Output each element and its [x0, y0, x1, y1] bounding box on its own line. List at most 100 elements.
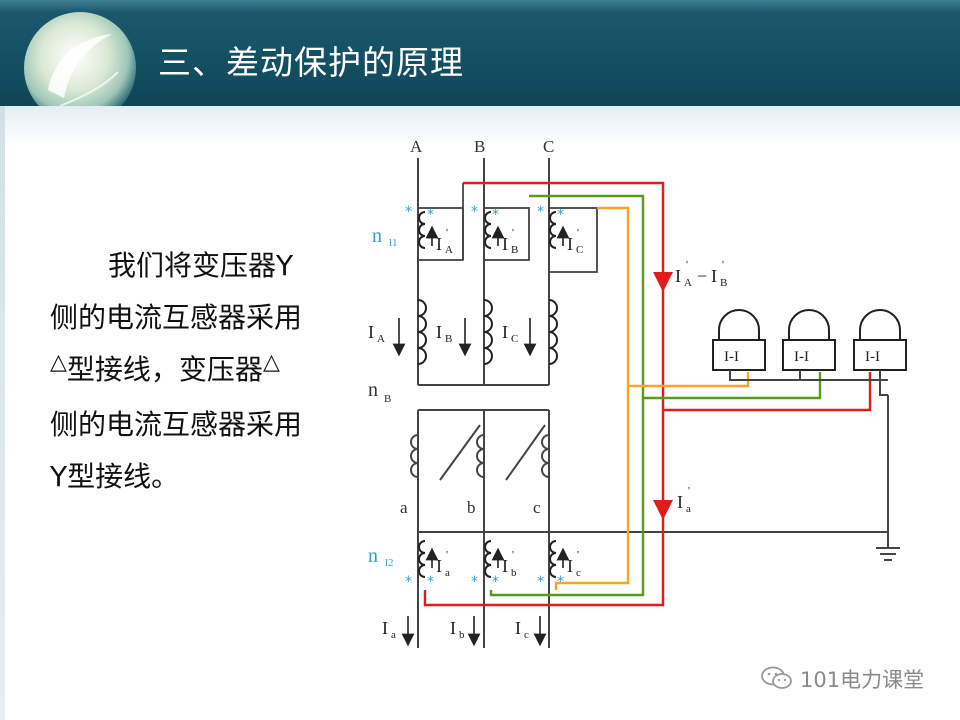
ic-top-label: I — [567, 234, 573, 254]
ia-bottom-prime: ' — [446, 549, 448, 561]
phase-label-c: C — [543, 137, 554, 156]
body-line-1: 我们将变压器Y — [108, 249, 294, 282]
top-ct-boxes — [417, 183, 598, 273]
ib-top-prime: ' — [512, 227, 514, 239]
ib-bottom-prime: ' — [512, 549, 514, 561]
star: * — [557, 207, 564, 223]
ia-prime-sub: a — [686, 503, 691, 515]
ib-top-label: I — [502, 234, 508, 254]
n-b-sub: B — [384, 393, 391, 405]
ic-top-sub: C — [576, 244, 583, 256]
ic-bottom-sub: c — [576, 567, 581, 579]
star: * — [537, 574, 544, 590]
top-ct-coils — [418, 211, 557, 249]
star: * — [471, 574, 478, 590]
bottom-ct-current-labels: I a ' I b ' I c ' — [436, 549, 581, 579]
star: * — [405, 574, 412, 590]
bottom-ct-coils — [418, 540, 557, 578]
n-b-label: n — [368, 379, 378, 401]
ib-top-sub: B — [511, 244, 518, 256]
ia-top-prime: ' — [446, 227, 448, 239]
ia-bottom-label: I — [436, 556, 442, 576]
ia-primary-sub: A — [377, 333, 385, 345]
ic-top-prime: ' — [577, 227, 579, 239]
top-ct-current-labels: I A ' I B ' I C ' — [436, 227, 583, 256]
ic-low-label: I — [515, 618, 521, 638]
relay-common-return — [729, 370, 888, 396]
diff-ib-label: I — [711, 266, 717, 286]
ia-top-label: I — [436, 234, 442, 254]
n-l1-sub: l1 — [389, 237, 398, 249]
phase-conductors-bottom — [417, 395, 889, 648]
diff-current-label: I A ' − I B ' I a ' — [675, 259, 727, 515]
ic-primary-sub: C — [511, 333, 518, 345]
ib-low-label: I — [450, 618, 456, 638]
ia-bottom-sub: a — [445, 567, 450, 579]
ia-primary-label: I — [368, 322, 374, 342]
phase-label-b: B — [474, 137, 485, 156]
body-line-3-text: 型接线，变压器 — [66, 353, 263, 386]
star: * — [427, 574, 434, 590]
differential-wiring — [423, 181, 872, 607]
diff-ia-prime: ' — [686, 259, 688, 271]
diff-ia-sub: A — [684, 277, 692, 289]
star: * — [405, 204, 412, 220]
ia-prime-prime: ' — [688, 485, 690, 497]
ia-prime-label: I — [677, 492, 683, 512]
phase-label-b-low: b — [467, 498, 476, 517]
ib-primary-sub: B — [445, 333, 452, 345]
primary-arrows — [392, 318, 537, 357]
header-shine — [0, 0, 960, 12]
primary-current-labels: I A I B I C — [368, 322, 518, 345]
star: * — [427, 207, 434, 223]
star: * — [537, 204, 544, 220]
watermark-text: 101电力课堂 — [800, 668, 925, 692]
body-line-4: 侧的电流互感器采用 — [50, 408, 303, 441]
delta-symbol-2: △ — [262, 350, 280, 375]
relay-label: I-I — [794, 349, 809, 365]
delta-symbol: △ — [50, 350, 67, 375]
ib-bottom-label: I — [502, 556, 508, 576]
ia-top-sub: A — [445, 244, 453, 256]
differential-protection-diagram: A B C * * * * * * I A ' I B ' I C ' — [368, 137, 907, 648]
relay-3: I-I — [853, 309, 907, 371]
relay-label: I-I — [865, 349, 880, 365]
phase-label-a: A — [410, 137, 423, 156]
ib-primary-label: I — [436, 322, 442, 342]
ia-low-label: I — [382, 618, 388, 638]
diff-ib-sub: B — [720, 277, 727, 289]
ic-bottom-prime: ' — [577, 549, 579, 561]
body-line-5: Y型接线。 — [50, 460, 180, 493]
low-side-arrows — [401, 616, 547, 647]
body-line-3: △型接线，变压器△ — [50, 344, 350, 399]
differential-relays: I-I I-I I-I — [712, 309, 907, 396]
star: * — [471, 204, 478, 220]
primary-windings — [417, 299, 558, 386]
n-l2-sub: l2 — [385, 557, 394, 569]
diff-minus: − — [697, 266, 707, 286]
ic-low-sub: c — [524, 629, 529, 641]
ib-bottom-sub: b — [511, 567, 517, 579]
diff-ia-label: I — [675, 266, 681, 286]
phase-label-a-low: a — [400, 498, 408, 517]
phase-conductors-top — [417, 158, 550, 385]
top-ct-arrows — [425, 225, 570, 246]
header-fade — [0, 106, 960, 146]
n-l2-label: n — [368, 545, 378, 567]
ic-bottom-label: I — [567, 556, 573, 576]
wechat-icon — [761, 666, 792, 689]
star: * — [492, 574, 499, 590]
logo-orb-icon — [24, 12, 136, 124]
low-side-current-labels: I a I b I c — [382, 618, 529, 641]
relay-1: I-I — [712, 309, 766, 371]
page-title: 三、差动保护的原理 — [158, 43, 464, 82]
ia-low-sub: a — [391, 629, 396, 641]
diff-ib-prime: ' — [722, 259, 724, 271]
secondary-windings-delta — [410, 409, 550, 500]
phase-label-c-low: c — [533, 498, 541, 517]
relay-2: I-I — [782, 309, 836, 371]
body-line-2: 侧的电流互感器采用 — [50, 301, 303, 334]
ib-low-sub: b — [459, 629, 465, 641]
body-text: 我们将变压器Y 侧的电流互感器采用 △型接线，变压器△ 侧的电流互感器采用 Y型… — [50, 240, 350, 503]
star: * — [492, 207, 499, 223]
